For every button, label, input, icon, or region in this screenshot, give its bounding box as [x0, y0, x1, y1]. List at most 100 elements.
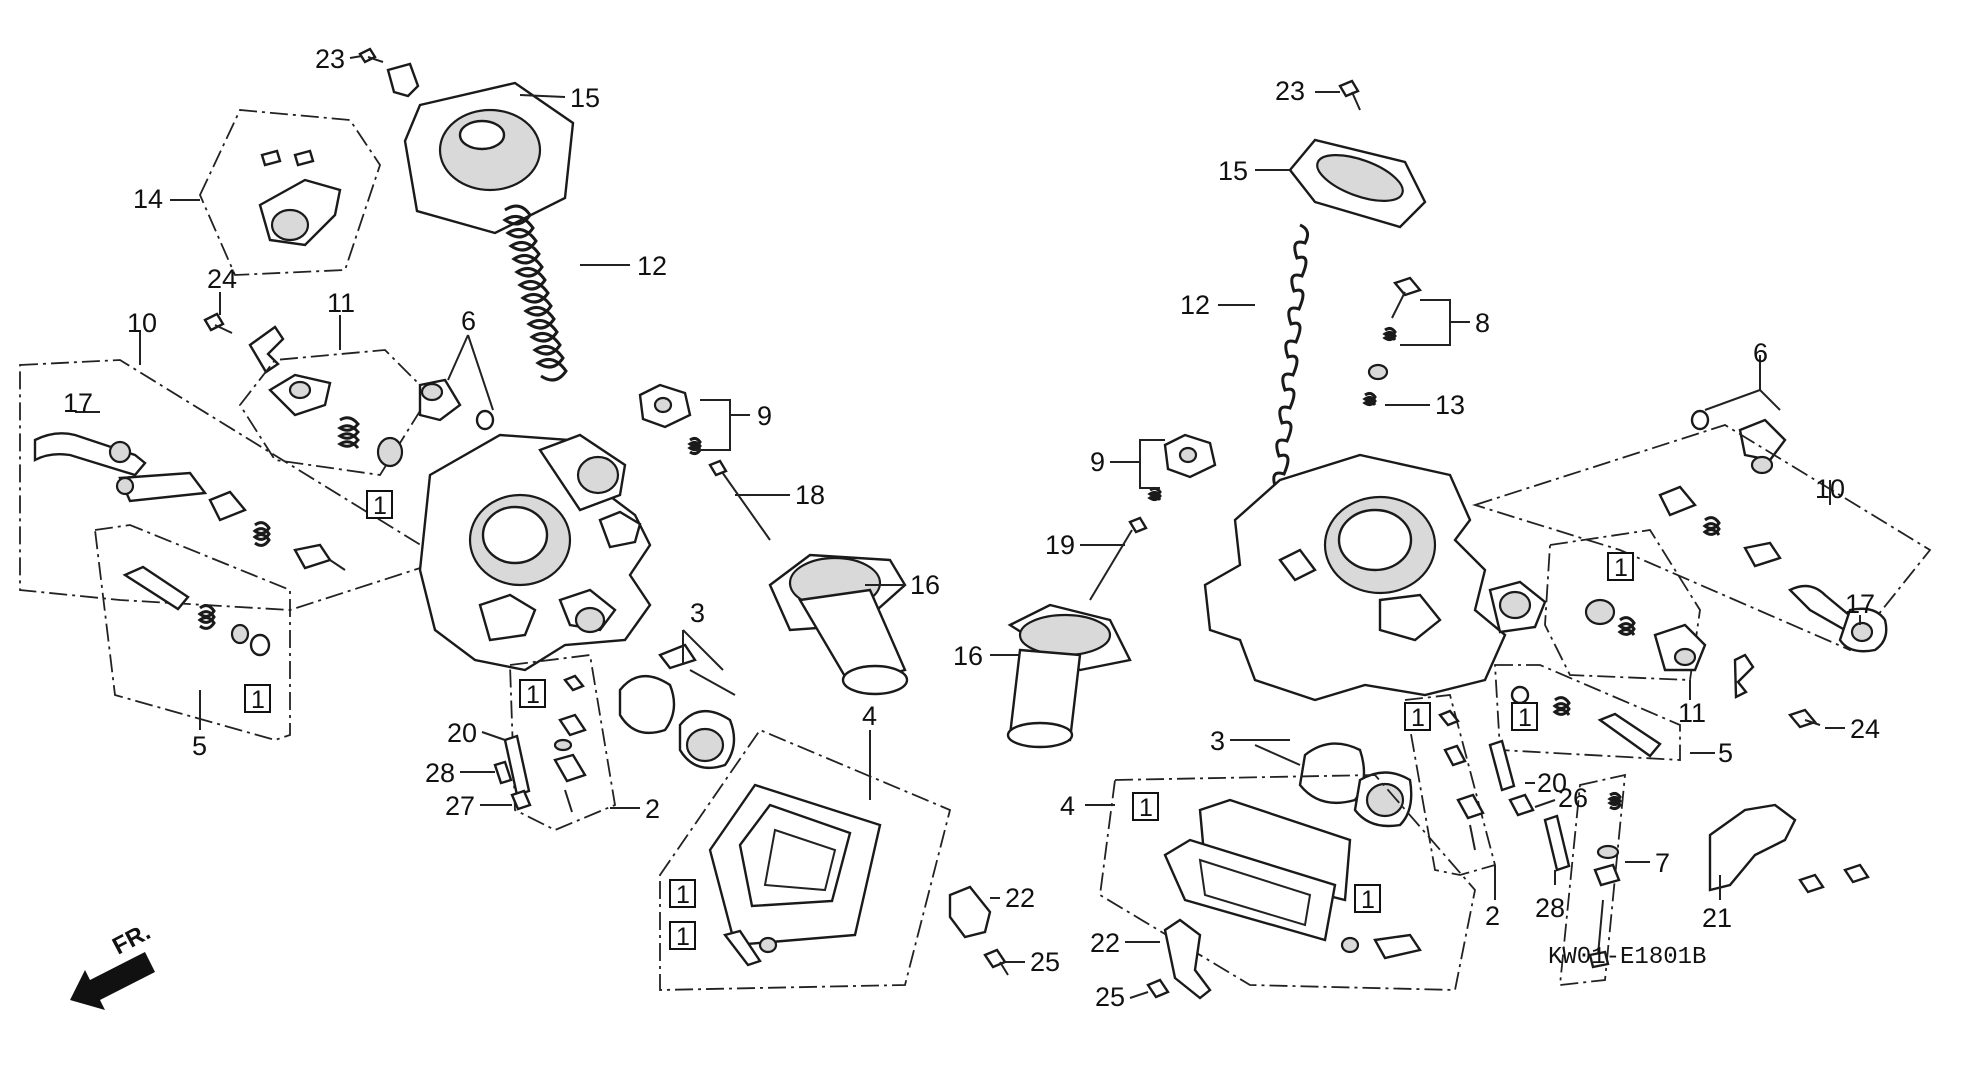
jet-needle-19-right	[1089, 516, 1148, 601]
boxed-marker-1: 1	[1354, 884, 1381, 914]
choke-plunger-7-right	[1558, 773, 1627, 987]
part-label-12: 12	[637, 251, 667, 281]
part-label-23: 23	[315, 44, 345, 74]
jet-needle-holder-9-right	[1147, 433, 1217, 502]
boxed-marker-1: 1	[1404, 702, 1431, 732]
svg-text:1: 1	[251, 686, 265, 714]
part-label-11: 11	[1678, 698, 1706, 728]
part-label-10: 10	[1815, 474, 1845, 504]
boxed-marker-1: 1	[244, 684, 271, 714]
boxed-marker-1: 1	[519, 679, 546, 709]
part-label-17: 17	[63, 388, 93, 418]
boxed-marker-1: 1	[1511, 702, 1538, 732]
top-cover-15-left	[403, 81, 575, 235]
svg-text:1: 1	[676, 923, 690, 951]
needle-jet-holder-6-left	[418, 378, 495, 431]
part-label-28: 28	[425, 758, 455, 788]
part-label-15: 15	[1218, 156, 1248, 186]
part-label-4: 4	[862, 701, 877, 731]
part-label-5: 5	[192, 731, 207, 761]
part-label-3: 3	[690, 598, 705, 628]
boxed-marker-1: 1	[1607, 552, 1634, 582]
part-label-16: 16	[910, 570, 940, 600]
svg-text:1: 1	[1614, 554, 1628, 582]
screw-8-right	[1367, 276, 1423, 381]
part-label-19: 19	[1045, 530, 1075, 560]
fuel-line-assembly-10-right	[1472, 424, 1932, 653]
part-label-2: 2	[1485, 901, 1500, 931]
carburetor-body-left	[418, 433, 652, 672]
part-label-22: 22	[1090, 928, 1120, 958]
svg-text:1: 1	[1411, 704, 1425, 732]
part-label-14: 14	[133, 184, 163, 214]
part-label-13: 13	[1435, 390, 1465, 420]
part-label-25: 25	[1095, 982, 1125, 1012]
svg-text:1: 1	[526, 681, 540, 709]
part-label-24: 24	[1850, 714, 1880, 744]
float-3-left	[618, 643, 736, 770]
float-chamber-4-right	[1099, 774, 1476, 991]
screw-23-right	[1338, 79, 1361, 111]
fuel-line-assembly-10-left	[19, 359, 448, 611]
part-label-17: 17	[1845, 589, 1875, 619]
boxed-marker-1: 1	[1132, 792, 1159, 822]
float-valve-2-right	[1403, 694, 1497, 876]
jet-needle-holder-9-left	[638, 383, 702, 456]
part-label-24: 24	[207, 264, 237, 294]
spring-13-right	[1362, 391, 1377, 407]
slow-jet-parts-right	[1488, 739, 1571, 872]
bolt-24-right	[1733, 653, 1821, 729]
part-label-23: 23	[1275, 76, 1305, 106]
air-funnel-16-left	[768, 553, 909, 696]
part-label-5: 5	[1718, 738, 1733, 768]
part-label-6: 6	[1753, 338, 1768, 368]
float-chamber-4-left	[659, 728, 952, 991]
part-label-27: 27	[445, 791, 475, 821]
screw-25-left	[983, 948, 1009, 976]
part-label-7: 7	[1655, 848, 1670, 878]
pilot-screw-5-right	[1494, 664, 1681, 761]
part-label-9: 9	[757, 401, 772, 431]
part-label-21: 21	[1702, 903, 1732, 933]
part-label-18: 18	[795, 480, 825, 510]
bracket-22-right	[1163, 918, 1212, 1000]
slow-jet-parts-left	[493, 734, 532, 811]
part-label-25: 25	[1030, 947, 1060, 977]
part-label-20: 20	[447, 718, 477, 748]
jet-needle-18-left	[708, 459, 771, 541]
screw-25-right	[1146, 978, 1170, 999]
part-label-3: 3	[1210, 726, 1225, 756]
boxed-marker-1: 1	[366, 490, 393, 520]
carburetor-body-right	[1203, 453, 1547, 702]
diagram-code: KW01-E1801B	[1548, 944, 1706, 971]
svg-text:1: 1	[1139, 794, 1153, 822]
front-direction-label: FR.	[108, 918, 155, 960]
float-3-right	[1254, 742, 1413, 828]
spring-12-left	[502, 204, 568, 382]
bracket-21-right	[1708, 803, 1870, 894]
part-label-9: 9	[1090, 447, 1105, 477]
part-label-16: 16	[953, 641, 983, 671]
svg-text:1: 1	[1518, 704, 1532, 732]
svg-text:1: 1	[1361, 886, 1375, 914]
bolt-24-left	[203, 312, 285, 374]
part-label-8: 8	[1475, 308, 1490, 338]
spring-12-right	[1272, 223, 1310, 508]
boxed-marker-1: 1	[669, 879, 696, 909]
part-label-2: 2	[645, 794, 660, 824]
part-label-28: 28	[1535, 893, 1565, 923]
part-label-15: 15	[570, 83, 600, 113]
screw-23-left	[358, 47, 420, 98]
part-label-12: 12	[1180, 290, 1210, 320]
part-label-11: 11	[327, 288, 355, 318]
pilot-screw-5-left	[94, 524, 291, 741]
part-label-6: 6	[461, 306, 476, 336]
part-label-20: 20	[1537, 768, 1567, 798]
part-label-26: 26	[1558, 783, 1588, 813]
svg-text:1: 1	[373, 492, 387, 520]
top-cover-15-right	[1288, 138, 1427, 229]
throttle-linkage-14	[199, 109, 381, 276]
part-label-10: 10	[127, 308, 157, 338]
part-label-4: 4	[1060, 791, 1075, 821]
